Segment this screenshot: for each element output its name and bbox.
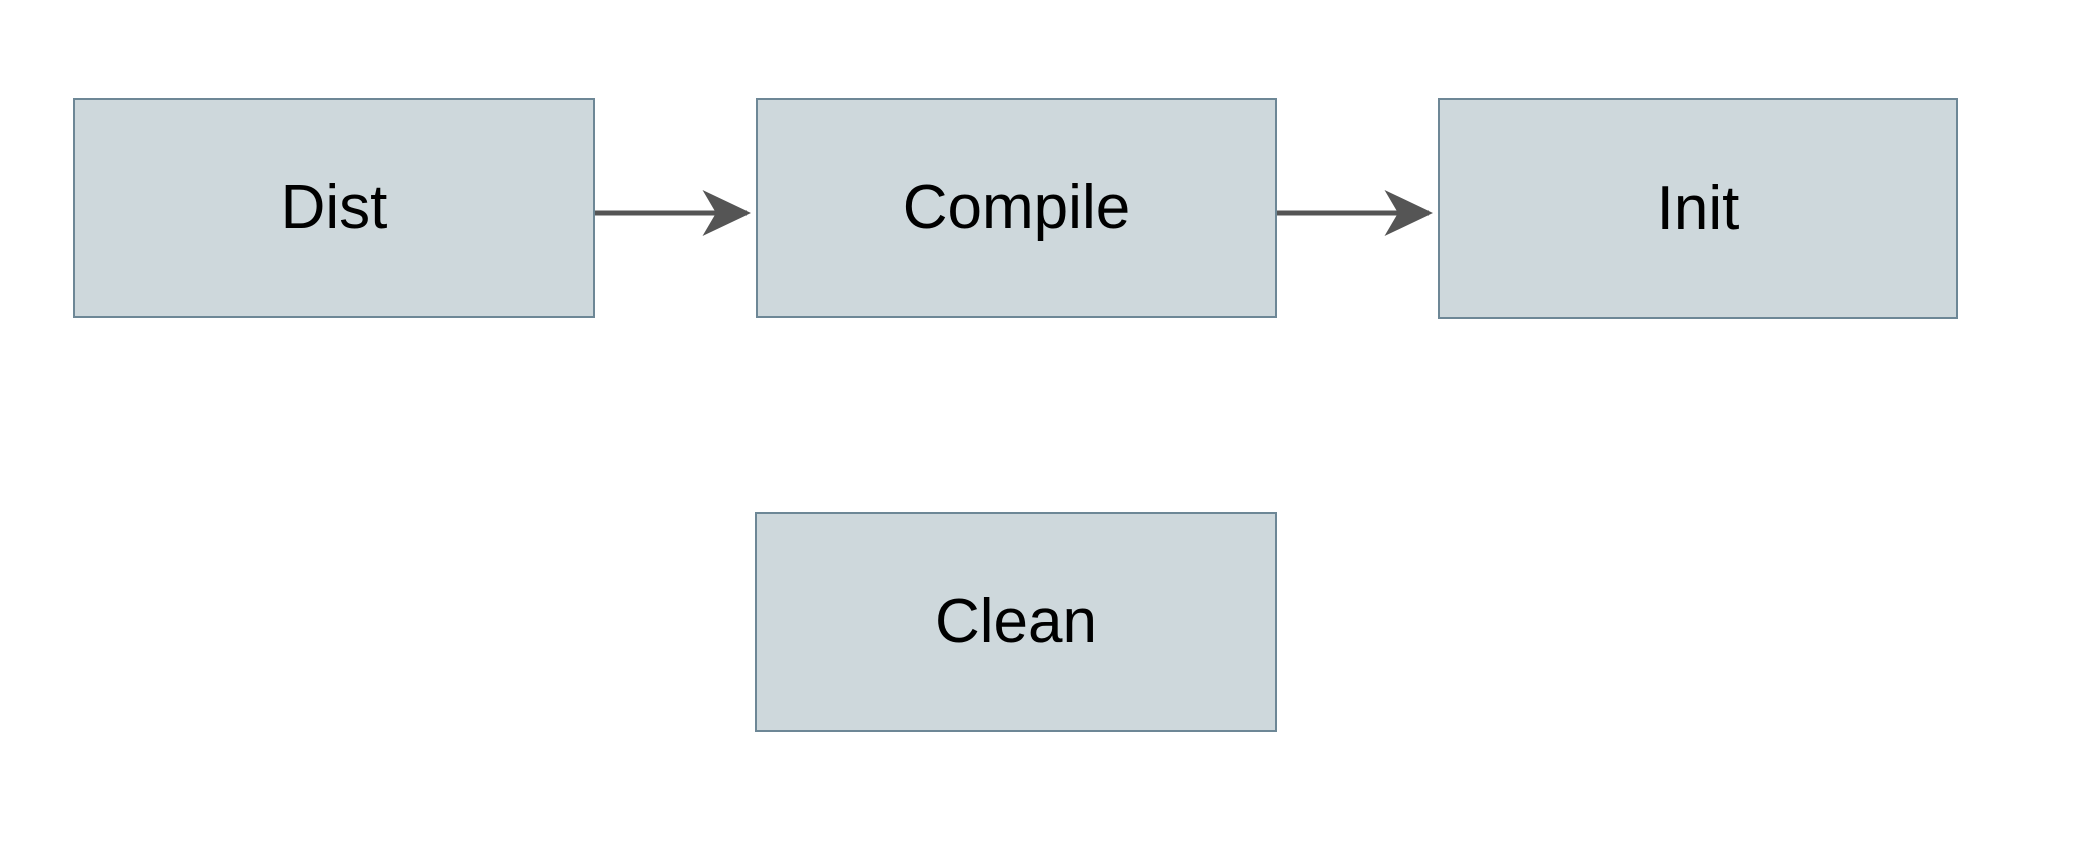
node-dist[interactable]: Dist bbox=[73, 98, 595, 318]
node-compile-label: Compile bbox=[902, 173, 1131, 242]
node-compile[interactable]: Compile bbox=[756, 98, 1277, 318]
node-dist-label: Dist bbox=[280, 173, 388, 242]
node-clean-label: Clean bbox=[935, 587, 1097, 656]
node-init[interactable]: Init bbox=[1438, 98, 1958, 319]
node-init-label: Init bbox=[1656, 173, 1740, 243]
node-clean[interactable]: Clean bbox=[755, 512, 1277, 732]
edge-compile-to-init-hitarea[interactable] bbox=[1277, 196, 1438, 230]
edge-dist-to-compile-hitarea[interactable] bbox=[595, 196, 756, 230]
